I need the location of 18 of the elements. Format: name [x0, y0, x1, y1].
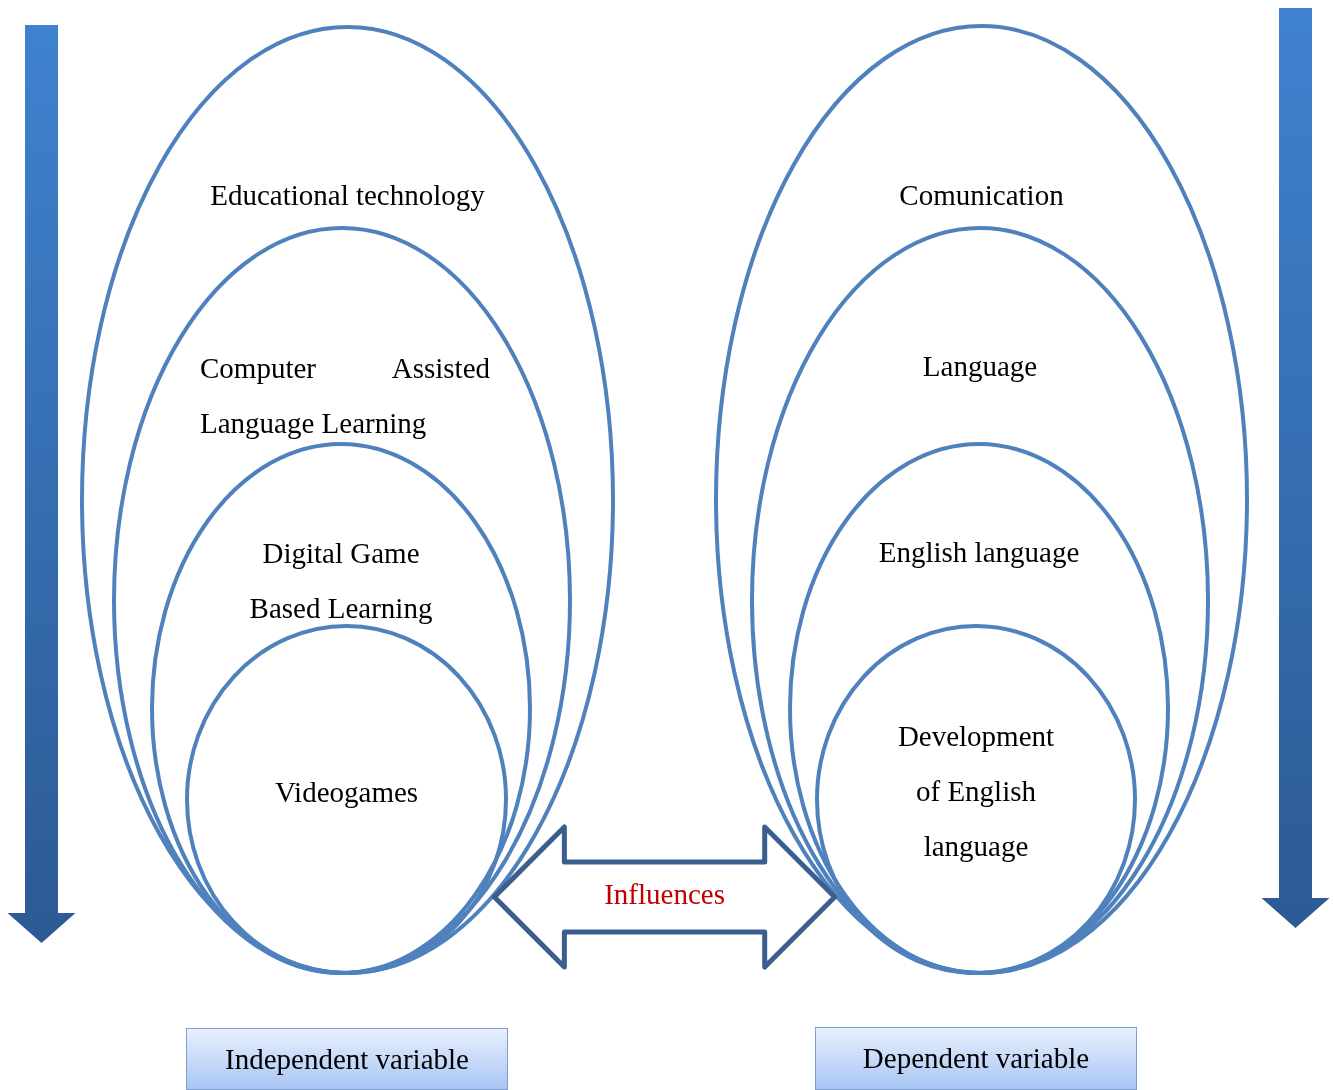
- node-label: Language: [921, 349, 1039, 384]
- node-label: Educational technology: [209, 178, 486, 213]
- node-label: Videogames: [273, 775, 420, 810]
- variable-box: [186, 1028, 508, 1090]
- oval-node: [150, 442, 532, 975]
- node-label: English language: [877, 535, 1081, 570]
- node-label: Comunication: [898, 178, 1065, 213]
- node-label: Digital Game Based Learning: [248, 536, 434, 626]
- oval-node: [815, 624, 1137, 975]
- node-label: Development of English language: [896, 719, 1056, 864]
- oval-node: [788, 442, 1170, 975]
- variable-box: [815, 1027, 1137, 1090]
- oval-node: [112, 226, 572, 975]
- box-label: Dependent variable: [862, 1042, 1090, 1075]
- oval-node: [185, 624, 508, 975]
- oval-node: [750, 226, 1210, 975]
- node-label: Computer Assisted Language Learning: [200, 351, 490, 441]
- box-label: Independent variable: [225, 1042, 469, 1076]
